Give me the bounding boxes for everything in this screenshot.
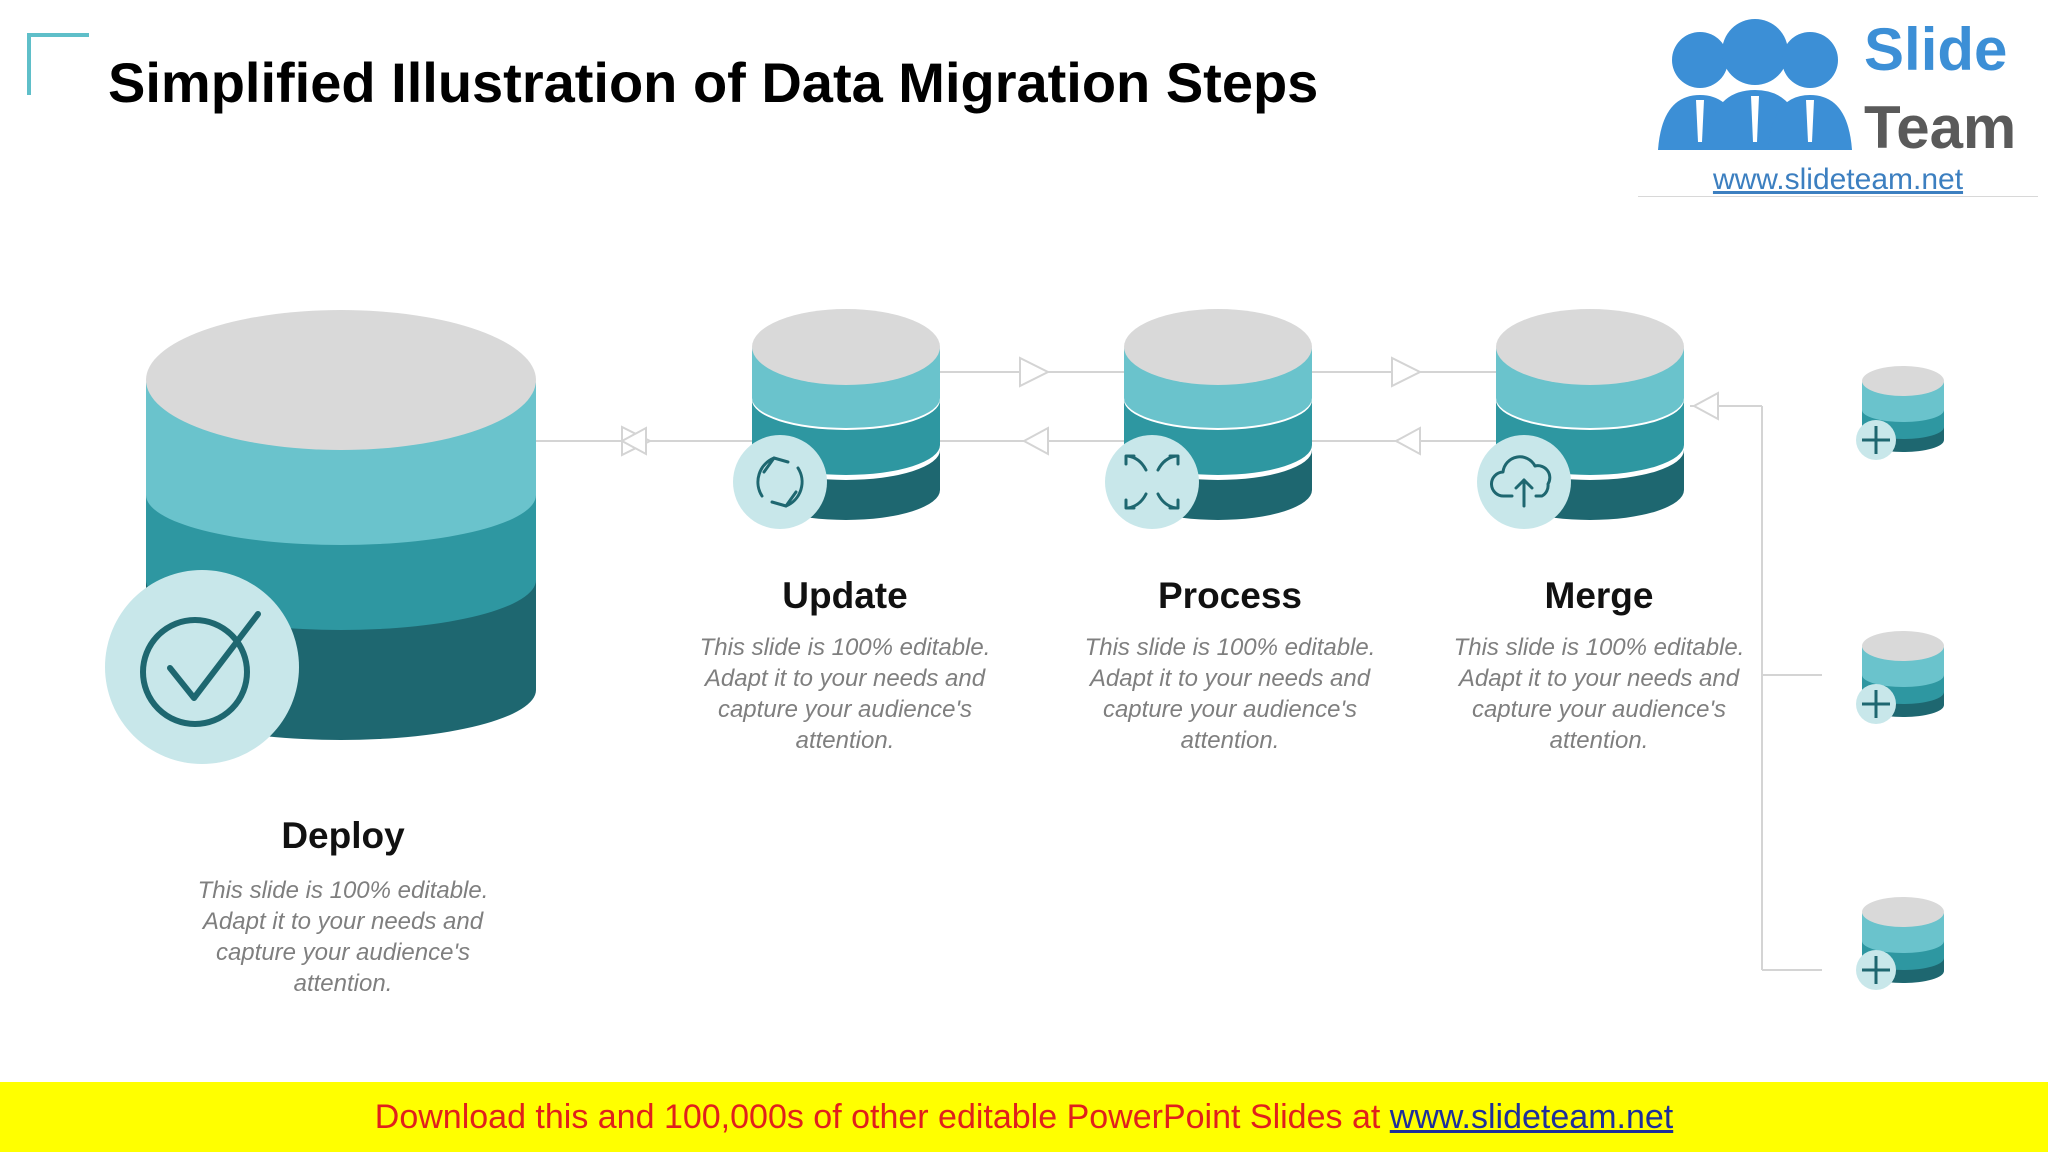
- plus-icon: [1856, 950, 1896, 990]
- download-banner: Download this and 100,000s of other edit…: [0, 1082, 2048, 1152]
- arrow-left-icon: [1691, 391, 1719, 421]
- corner-bracket: [27, 33, 89, 95]
- arrow-right-icon: [1019, 356, 1051, 388]
- footer-text: Download this and 100,000s of other edit…: [374, 1098, 1390, 1136]
- step-desc-deploy: This slide is 100% editable. Adapt it to…: [197, 877, 489, 997]
- step-title-update: Update: [782, 575, 908, 616]
- checkmark-icon: [140, 611, 261, 727]
- process-icon-badge: [1105, 435, 1199, 529]
- step-title-deploy: Deploy: [281, 815, 405, 856]
- arrow-left-icon: [619, 426, 647, 456]
- connectors: [535, 356, 1822, 971]
- step-title-merge: Merge: [1544, 575, 1654, 616]
- step-desc-process: This slide is 100% editable. Adapt it to…: [1084, 634, 1376, 754]
- plus-icon: [1856, 684, 1896, 724]
- logo-word-team: Team: [1864, 94, 2016, 160]
- cloud-upload-icon: [1490, 455, 1552, 508]
- step-desc-merge: This slide is 100% editable. Adapt it to…: [1453, 634, 1745, 754]
- plus-icon: [1856, 420, 1896, 460]
- migration-diagram: [105, 309, 1944, 990]
- footer-link[interactable]: www.slideteam.net: [1389, 1098, 1674, 1136]
- slideteam-logo[interactable]: Slide Team www.slideteam.net: [1638, 0, 2038, 198]
- update-icon-badge: [733, 435, 827, 529]
- expand-arrows-icon: [1124, 454, 1180, 510]
- arrow-right-icon: [1391, 356, 1423, 388]
- logo-divider: [1638, 196, 2038, 197]
- merge-icon-badge: [1477, 435, 1571, 529]
- people-icon: Slide Team: [1658, 16, 2016, 160]
- refresh-icon: [756, 456, 804, 508]
- logo-word-slide: Slide: [1864, 16, 2007, 83]
- deploy-icon-badge: [105, 570, 299, 764]
- step-desc-update: This slide is 100% editable. Adapt it to…: [699, 634, 991, 754]
- page-title: Simplified Illustration of Data Migratio…: [108, 51, 1319, 114]
- logo-url[interactable]: www.slideteam.net: [1712, 163, 1964, 196]
- step-title-process: Process: [1158, 575, 1302, 616]
- arrow-left-icon: [1393, 426, 1421, 456]
- arrow-left-icon: [1021, 426, 1049, 456]
